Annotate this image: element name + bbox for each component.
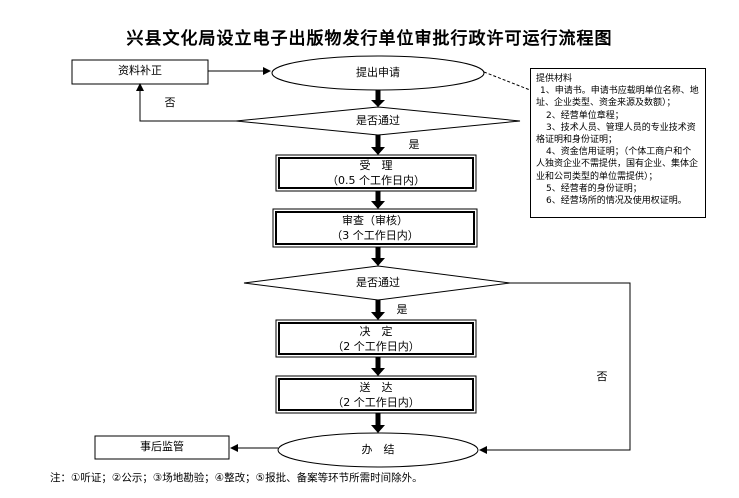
no-path-1 [136,83,236,122]
materials-item: 6、经营场所的情况及使用权证明。 [546,196,687,207]
check1-label: 是否通过 [356,114,400,127]
decide-time: （2 个工作日内） [332,340,420,353]
materials-connector [483,71,531,91]
materials-item: 1、申请书。申请书应载明单位名称、地址、企业类型、资金来源及数额）； [536,86,699,109]
materials-heading: 提供材料 [536,74,573,84]
edge-no-2: 否 [596,370,608,383]
review-time: （3 个工作日内） [331,229,419,242]
decide-title: 决 定 [359,325,393,338]
materials-box: 提供材料 1、申请书。申请书应载明单位名称、地址、企业类型、资金来源及数额）； … [530,68,706,218]
finish-ellipse [277,432,479,468]
deliver-title: 送 达 [359,381,393,394]
review-title: 审查（审核） [342,214,408,227]
page-title: 兴县文化局设立电子出版物发行单位审批行政许可运行流程图 [126,29,613,49]
edge-yes-1: 是 [408,138,420,151]
materials-item: 4、资金信用证明；（个体工商户和个人独资企业不需提供，国有企业、集体企业和公司类… [536,147,699,182]
accept-title: 受 理 [359,159,393,172]
decide-box [275,319,477,358]
resubmit-label: 资料补正 [118,64,162,77]
supervise-label: 事后监管 [140,440,184,453]
deliver-box [275,375,477,414]
finish-label: 办 结 [361,443,395,456]
check2-label: 是否通过 [356,276,400,289]
accept-box [275,154,477,192]
materials-item: 5、经营者的身份证明； [546,183,642,194]
accept-time: （0.5 个工作日内） [327,174,425,187]
edge-no-1: 否 [164,96,176,109]
resubmit-box [71,59,209,85]
materials-item: 2、经营单位章程； [546,110,624,121]
supervise-box [94,435,230,460]
materials-item: 3、技术人员、管理人员的专业技术资格证明和身份证明； [536,122,696,146]
no-path-2 [479,282,631,454]
footnote: 注：①听证；②公示；③场地勘验；④整改；⑤报批、备案等环节所需时间除外。 [50,472,423,484]
review-box [272,208,478,248]
apply-label: 提出申请 [356,66,400,79]
deliver-time: （2 个工作日内） [332,396,420,409]
edge-yes-2: 是 [396,303,408,316]
